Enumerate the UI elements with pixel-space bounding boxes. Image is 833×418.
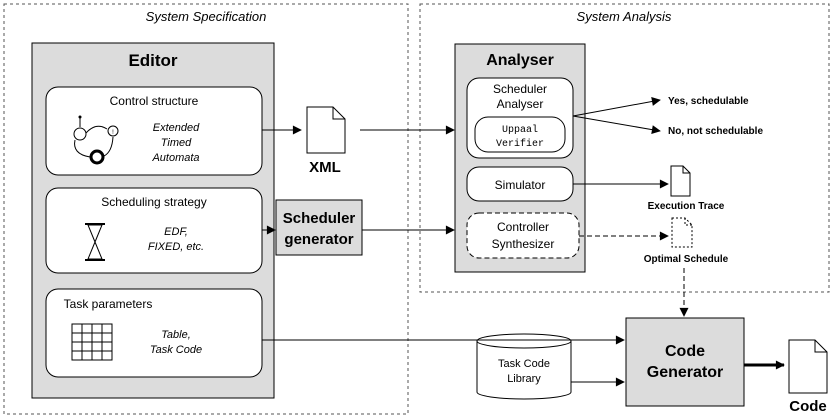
- scheduler-analyser-line-2: Analyser: [497, 97, 544, 111]
- yes-schedulable-label: Yes, schedulable: [668, 96, 749, 107]
- task-parameters-line-2: Task Code: [150, 344, 202, 356]
- uppaal-verifier-line-2: Verifier: [496, 138, 544, 150]
- system-specification-frame: [3, 3, 409, 415]
- control-structure-line-1: Extended: [153, 122, 200, 134]
- scheduler-analyser-line-1: Scheduler: [493, 82, 547, 96]
- scheduler-generator-line-2: generator: [284, 231, 353, 248]
- scheduling-strategy-line-1: EDF,: [164, 226, 188, 238]
- task-code-library-line-1: Task Code: [498, 358, 550, 370]
- scheduler-generator-line-1: Scheduler: [283, 210, 356, 227]
- scheduling-strategy-title: Scheduling strategy: [101, 195, 206, 209]
- uppaal-verifier-box: [474, 116, 566, 153]
- execution-trace-label: Execution Trace: [648, 201, 725, 212]
- control-structure-title: Control structure: [110, 94, 199, 108]
- task-parameters-line-1: Table,: [161, 329, 191, 341]
- task-parameters-title: Task parameters: [64, 297, 153, 311]
- code-generator-line-1: Code: [665, 343, 705, 360]
- optimal-schedule-label: Optimal Schedule: [644, 254, 729, 265]
- analyser-title: Analyser: [486, 52, 554, 69]
- scheduling-strategy-line-2: FIXED, etc.: [148, 241, 204, 253]
- task-code-library-line-2: Library: [507, 373, 541, 385]
- controller-synthesizer-box: [466, 212, 580, 259]
- system-specification-title: System Specification: [146, 9, 267, 24]
- controller-synthesizer-line-1: Controller: [497, 220, 549, 234]
- execution-trace-document-icon: [670, 165, 691, 197]
- code-document-icon: [788, 339, 828, 394]
- automata-icon: !: [73, 115, 119, 165]
- svg-text:!: !: [112, 130, 114, 136]
- arrow-to-yes: [572, 97, 661, 117]
- uppaal-verifier-line-1: Uppaal: [502, 124, 538, 136]
- control-structure-line-2: Timed: [161, 137, 192, 149]
- code-label: Code: [789, 398, 827, 415]
- editor-title: Editor: [128, 51, 177, 70]
- system-analysis-frame: [419, 3, 830, 293]
- code-generator-line-2: Generator: [647, 364, 723, 381]
- controller-synthesizer-line-2: Synthesizer: [492, 237, 555, 251]
- arrows: [262, 97, 785, 387]
- xml-label: XML: [309, 159, 341, 176]
- table-icon: [71, 323, 113, 361]
- system-analysis-title: System Analysis: [577, 9, 672, 24]
- simulator-label: Simulator: [495, 178, 546, 192]
- scheduler-generator-box: [275, 199, 363, 256]
- arrow-to-no: [572, 115, 661, 135]
- control-structure-line-3: Automata: [151, 152, 199, 164]
- optimal-schedule-document-icon: [671, 217, 693, 248]
- code-generator-box: [625, 317, 745, 407]
- hourglass-icon: [85, 223, 105, 261]
- no-schedulable-label: No, not schedulable: [668, 126, 763, 137]
- task-code-library-cylinder: [476, 333, 572, 400]
- xml-document-icon: [306, 106, 346, 154]
